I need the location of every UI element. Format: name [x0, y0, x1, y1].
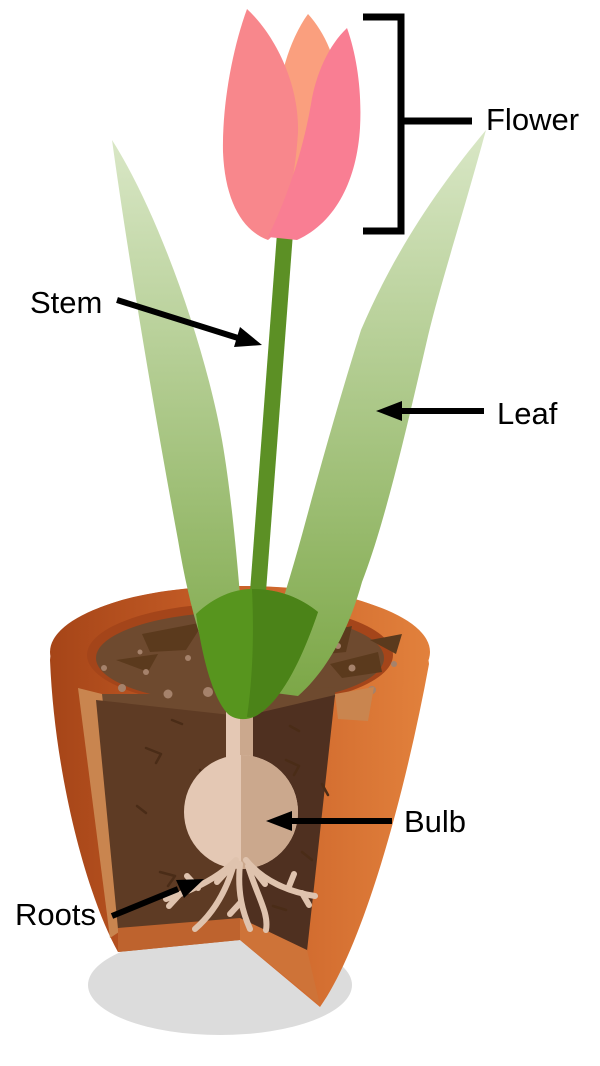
root	[243, 857, 318, 899]
flower	[222, 9, 361, 240]
bulb-arrow-head	[266, 811, 292, 831]
root	[192, 861, 237, 932]
roots-annotation: Roots	[15, 879, 204, 932]
roots-label: Roots	[15, 897, 96, 932]
bulb-and-roots	[163, 708, 318, 933]
bulb-label: Bulb	[404, 804, 466, 839]
root	[166, 891, 183, 909]
sprout-base-shade	[247, 589, 318, 718]
soil-crack	[158, 870, 177, 888]
flower-annotation: Flower	[363, 13, 579, 235]
stem-annotation: Stem	[30, 285, 262, 347]
leaf-left	[112, 140, 248, 702]
soil-pebble	[391, 661, 397, 667]
root	[299, 890, 312, 908]
root	[251, 867, 268, 887]
soil-patch	[370, 634, 402, 654]
leaf-right	[252, 130, 486, 696]
annotations: Flower Stem Leaf Bulb Roots	[15, 13, 579, 932]
soil-cracks	[135, 718, 330, 912]
flower-label: Flower	[486, 102, 579, 137]
roots-arrow-line	[110, 886, 180, 919]
soil-pebble	[118, 684, 126, 692]
root	[285, 871, 297, 892]
soil-crack	[144, 746, 163, 765]
soil-crack	[284, 758, 301, 777]
plant	[112, 130, 486, 720]
soil-pebble	[143, 669, 149, 675]
root	[245, 863, 270, 933]
roots-arrow-head	[176, 879, 204, 898]
pot-wall-cut-right	[335, 687, 374, 721]
soil-crack	[271, 904, 288, 912]
leaf-annotation: Leaf	[376, 396, 558, 431]
flower-petal-right	[268, 28, 361, 240]
pot-bottom-band-right	[240, 918, 320, 1005]
soil-crack	[170, 718, 184, 726]
soil-crack	[320, 782, 330, 797]
flower-bracket	[363, 13, 405, 235]
pot-bottom-band-left	[118, 918, 240, 952]
soil-patch	[142, 622, 204, 652]
soil-crack	[300, 850, 314, 862]
soil-cut-face-left	[96, 700, 249, 929]
soil-pebble	[348, 664, 356, 672]
soil-patch	[330, 652, 382, 678]
root	[227, 899, 244, 917]
soil-pebble	[185, 655, 191, 661]
soil-crack	[288, 724, 301, 733]
stem-arrow-line	[116, 297, 239, 341]
leaf-arrow-head	[376, 401, 402, 421]
leaf-label: Leaf	[497, 396, 558, 431]
soil-pebble	[101, 665, 107, 671]
stem-label: Stem	[30, 285, 102, 320]
soil-pebble	[137, 649, 143, 655]
root	[214, 865, 233, 885]
bulb-shade-right	[241, 755, 298, 869]
soil-crack	[135, 804, 148, 815]
stem-shape	[245, 233, 293, 658]
stem-arrow-head	[234, 327, 262, 347]
bulb-annotation: Bulb	[266, 804, 466, 839]
flower-petal-left	[222, 9, 299, 240]
soil-patch	[116, 654, 158, 672]
soil-pebble	[203, 687, 213, 697]
soil-pebble	[163, 689, 173, 699]
